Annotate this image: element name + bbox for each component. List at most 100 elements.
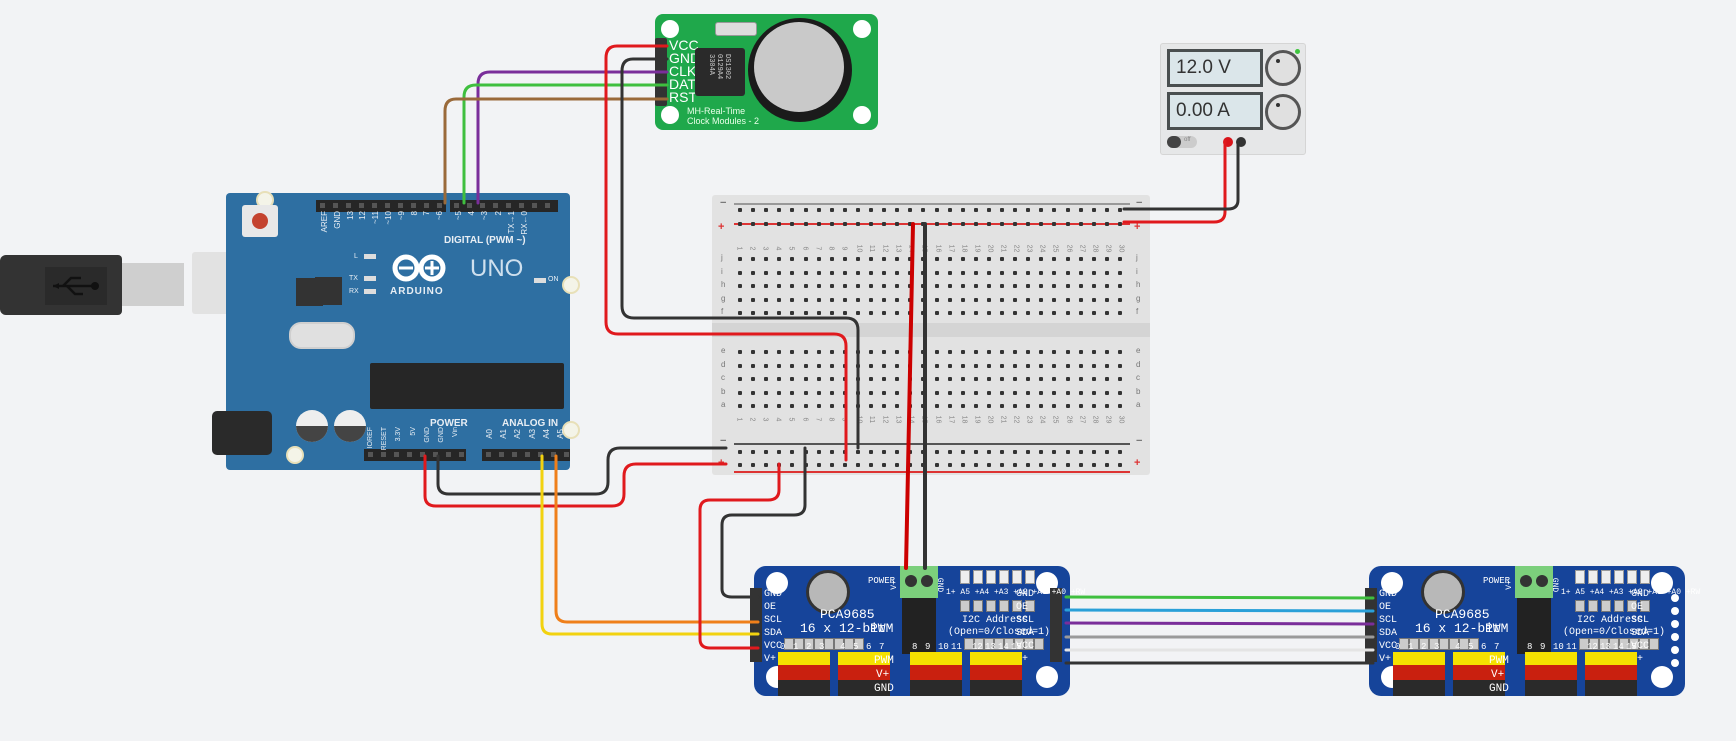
rail-hole[interactable] [869,222,873,226]
breadboard-hole[interactable] [1052,404,1057,408]
wire-arduino-gnd[interactable] [436,446,728,496]
breadboard-hole[interactable] [986,404,991,408]
breadboard-hole[interactable] [751,311,756,315]
breadboard-hole[interactable] [1013,390,1018,395]
screw-terminal[interactable] [1515,566,1553,598]
breadboard-hole[interactable] [1013,270,1018,275]
servo-header-group[interactable] [1585,652,1637,696]
pwm-pins[interactable] [910,652,962,665]
breadboard-hole[interactable] [1078,350,1083,354]
breadboard-hole[interactable] [895,404,900,408]
breadboard-hole[interactable] [986,363,991,368]
rail-hole[interactable] [1039,208,1044,212]
rail-hole[interactable] [1026,463,1031,467]
breadboard-hole[interactable] [1117,390,1122,395]
breadboard-hole[interactable] [960,363,965,368]
rail-hole[interactable] [738,208,742,212]
rail-hole[interactable] [908,463,913,467]
wire-rtc-rst[interactable] [443,97,669,205]
gnd-pins[interactable] [778,680,830,696]
breadboard-hole[interactable] [1078,284,1083,288]
reset-button[interactable] [242,205,278,237]
breadboard-hole[interactable] [790,377,795,381]
breadboard-hole[interactable] [1052,270,1057,275]
breadboard-hole[interactable] [803,284,808,288]
breadboard-hole[interactable] [882,390,887,395]
rail-hole[interactable] [764,450,769,454]
breadboard-hole[interactable] [947,390,952,395]
breadboard-hole[interactable] [738,311,742,315]
breadboard-hole[interactable] [1091,350,1096,354]
breadboard-hole[interactable] [869,270,873,275]
breadboard-hole[interactable] [1104,270,1109,275]
breadboard-hole[interactable] [1039,390,1044,395]
breadboard-hole[interactable] [738,363,742,368]
breadboard-hole[interactable] [869,311,873,315]
breadboard-hole[interactable] [1091,311,1096,315]
breadboard-hole[interactable] [895,390,900,395]
rail-hole[interactable] [738,222,742,226]
breadboard-hole[interactable] [1026,363,1031,368]
wire-arduino-5v[interactable] [423,454,728,508]
breadboard-hole[interactable] [1091,363,1096,368]
wire-chain-scl[interactable] [1064,621,1375,626]
rail-hole[interactable] [1026,450,1031,454]
breadboard-hole[interactable] [1065,311,1070,315]
breadboard-hole[interactable] [764,270,769,275]
rail-hole[interactable] [1117,222,1122,226]
breadboard-hole[interactable] [1026,311,1031,315]
rail-hole[interactable] [1104,463,1109,467]
breadboard-hole[interactable] [751,404,756,408]
wire-rtc-dat[interactable] [462,83,669,205]
rail-hole[interactable] [1117,450,1122,454]
breadboard-hole[interactable] [751,377,756,381]
voltage-knob[interactable] [1265,50,1301,86]
rail-hole[interactable] [777,450,782,454]
breadboard-hole[interactable] [777,350,782,354]
breadboard-hole[interactable] [934,284,939,288]
breadboard-hole[interactable] [1052,284,1057,288]
rail-hole[interactable] [1091,222,1096,226]
breadboard-hole[interactable] [934,350,939,354]
rail-hole[interactable] [986,450,991,454]
breadboard-hole[interactable] [777,363,782,368]
breadboard-hole[interactable] [934,390,939,395]
rail-hole[interactable] [1104,222,1109,226]
breadboard-hole[interactable] [1065,270,1070,275]
rail-hole[interactable] [751,222,756,226]
breadboard-hole[interactable] [973,363,978,368]
servo-header-group[interactable] [1525,652,1577,696]
breadboard-hole[interactable] [1013,377,1018,381]
breadboard-hole[interactable] [986,257,991,261]
breadboard-hole[interactable] [1065,390,1070,395]
rail-hole[interactable] [764,208,769,212]
breadboard-hole[interactable] [1065,257,1070,261]
servo-header-group[interactable] [910,652,962,696]
breadboard-hole[interactable] [1013,257,1018,261]
breadboard-hole[interactable] [973,284,978,288]
breadboard-hole[interactable] [1078,404,1083,408]
rail-hole[interactable] [934,450,939,454]
address-jumper[interactable] [1601,570,1611,584]
breadboard-hole[interactable] [751,284,756,288]
rail-hole[interactable] [816,222,821,226]
breadboard-hole[interactable] [829,270,834,275]
breadboard-hole[interactable] [934,377,939,381]
breadboard-hole[interactable] [882,363,887,368]
breadboard-hole[interactable] [960,311,965,315]
rail-hole[interactable] [855,208,860,212]
breadboard-hole[interactable] [986,284,991,288]
breadboard-hole[interactable] [947,350,952,354]
rail-hole[interactable] [842,463,847,467]
rail-hole[interactable] [1013,222,1018,226]
breadboard-hole[interactable] [895,311,900,315]
breadboard-hole[interactable] [1039,270,1044,275]
breadboard-hole[interactable] [777,404,782,408]
rail-hole[interactable] [751,450,756,454]
rail-hole[interactable] [738,463,742,467]
breadboard-hole[interactable] [1065,284,1070,288]
rail-hole[interactable] [947,450,952,454]
rail-hole[interactable] [1091,450,1096,454]
breadboard-hole[interactable] [764,350,769,354]
rail-hole[interactable] [1091,463,1096,467]
